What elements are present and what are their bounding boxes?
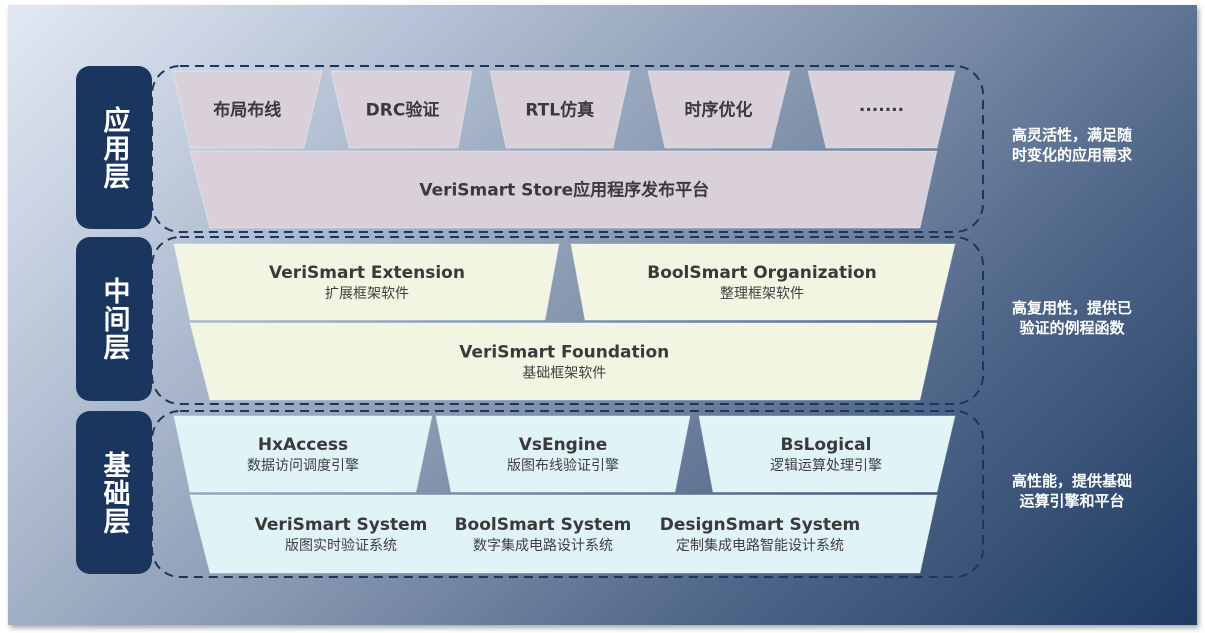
layer-description-base: 高性能，提供基础 运算引擎和平台 — [992, 471, 1152, 511]
module-subtitle: 扩展框架软件 — [325, 286, 409, 302]
module-title: BsLogical — [781, 435, 872, 455]
module-title: VeriSmart Foundation — [459, 343, 669, 363]
layer-label-app: 应用层 — [76, 66, 152, 229]
module-title: BoolSmart Organization — [647, 263, 877, 283]
layer-container-middle — [151, 236, 984, 405]
description-line: 运算引擎和平台 — [1019, 492, 1125, 510]
module-block — [189, 494, 938, 574]
description-line: 高性能，提供基础 — [1011, 472, 1132, 490]
description-line: 时变化的应用需求 — [1011, 146, 1132, 164]
module-title: DesignSmart System — [660, 515, 861, 535]
module-subtitle: 数字集成电路设计系统 — [473, 537, 613, 554]
layer-description-app: 高灵活性，满足随 时变化的应用需求 — [992, 125, 1152, 165]
module-block — [489, 70, 631, 149]
module-title: VeriSmart Store应用程序发布平台 — [419, 180, 709, 201]
description-line: 高复用性，提供已 — [1011, 299, 1132, 317]
layer-label-base: 基础层 — [76, 411, 152, 574]
module-block — [807, 70, 956, 149]
module-block — [698, 415, 956, 493]
description-line: 验证的例程函数 — [1019, 319, 1125, 337]
module-subtitle: 版图布线验证引擎 — [507, 458, 619, 474]
layer-description-middle: 高复用性，提供已 验证的例程函数 — [992, 298, 1152, 338]
module-title: RTL仿真 — [525, 100, 594, 121]
module-title: 时序优化 — [685, 100, 753, 121]
module-block — [189, 150, 938, 229]
module-subtitle: 版图实时验证系统 — [285, 538, 397, 554]
module-block — [173, 415, 433, 493]
module-title: ······· — [859, 101, 904, 121]
layer-label-middle: 中间层 — [76, 237, 152, 401]
layer-container-base — [151, 410, 984, 578]
module-block — [570, 243, 956, 321]
module-title: DRC验证 — [366, 100, 440, 121]
module-block — [173, 243, 560, 321]
module-block — [189, 322, 938, 401]
module-subtitle: 基础框架软件 — [522, 365, 606, 382]
module-block — [647, 70, 791, 149]
module-block — [330, 70, 473, 149]
module-block — [435, 415, 691, 493]
module-title: BoolSmart System — [455, 515, 632, 535]
module-block — [172, 70, 323, 149]
module-subtitle: 数据访问调度引擎 — [247, 458, 359, 474]
layer-container-app — [151, 65, 984, 233]
module-subtitle: 定制集成电路智能设计系统 — [676, 537, 844, 554]
module-title: VsEngine — [519, 435, 608, 455]
module-title: HxAccess — [258, 435, 348, 455]
module-subtitle: 整理框架软件 — [720, 286, 804, 302]
module-title: 布局布线 — [213, 100, 281, 121]
module-title: VeriSmart Extension — [269, 263, 465, 283]
description-line: 高灵活性，满足随 — [1011, 126, 1132, 144]
module-title: VeriSmart System — [255, 515, 428, 535]
module-subtitle: 逻辑运算处理引擎 — [770, 458, 882, 474]
